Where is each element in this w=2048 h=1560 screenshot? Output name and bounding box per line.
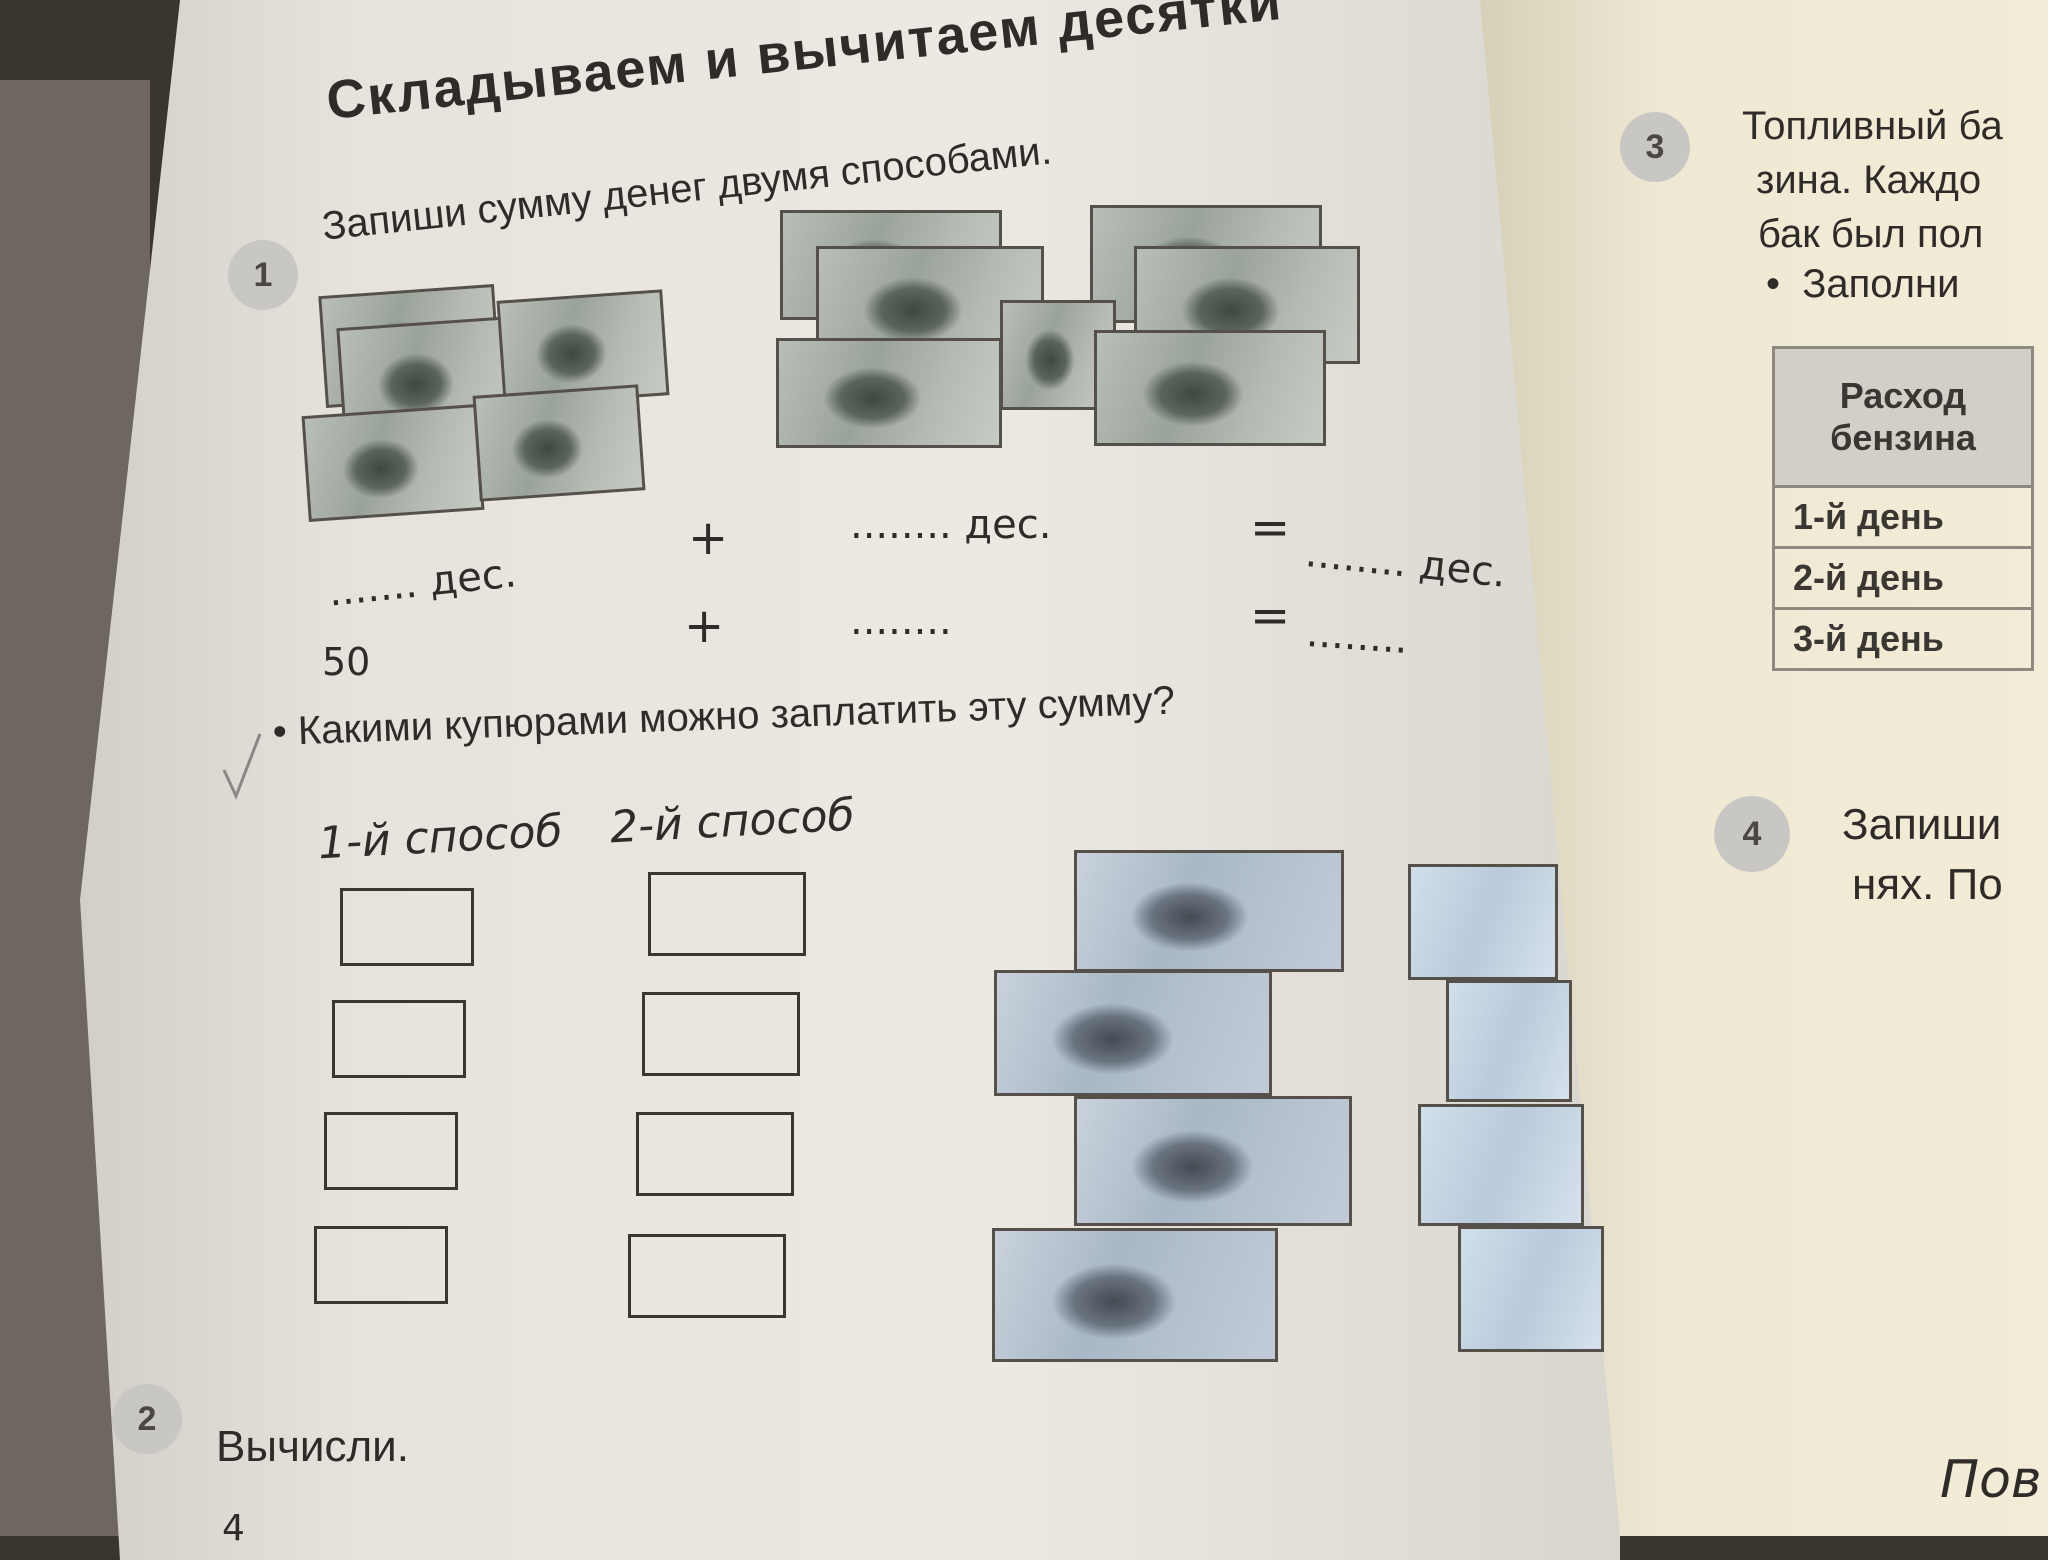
answer-box-way1-3[interactable] <box>324 1112 458 1190</box>
table-row: 2-й день <box>1772 546 2034 610</box>
equals-sign: = <box>1250 500 1291 556</box>
answer-box-way1-4[interactable] <box>314 1226 448 1304</box>
table-header: Расход бензина <box>1772 346 2034 488</box>
task3-line-2: зина. Каждо <box>1756 158 1982 202</box>
answer-box-way1-2[interactable] <box>332 1000 466 1078</box>
banknote-icon <box>1094 330 1326 446</box>
banknote-icon <box>301 403 485 523</box>
footer-text: Пов <box>1940 1450 2042 1510</box>
equals-sign: = <box>1250 588 1291 644</box>
banknote-icon <box>1418 1104 1584 1226</box>
equation-middle-value: ........ <box>850 598 952 644</box>
page-number: 4 <box>222 1508 245 1549</box>
answer-box-way1-1[interactable] <box>340 888 474 966</box>
banknote-icon <box>992 1228 1278 1362</box>
banknote-icon <box>1446 980 1572 1102</box>
equation-result-value: ........ <box>1304 610 1410 663</box>
banknote-icon <box>994 970 1272 1096</box>
equation-left-value: 50 <box>322 640 371 684</box>
banknote-icon <box>1458 1226 1604 1352</box>
plus-sign: + <box>684 598 725 654</box>
task3-line-3: бак был пол <box>1758 212 1984 256</box>
fuel-table: Расход бензина 1-й день 2-й день 3-й ден… <box>1772 346 2034 671</box>
checkmark-icon <box>222 733 262 800</box>
task-number-badge: 1 <box>228 240 298 310</box>
answer-box-way2-4[interactable] <box>628 1234 786 1318</box>
plus-sign: + <box>688 510 729 566</box>
task3-line-1: Топливный ба <box>1742 104 2003 148</box>
banknote-icon <box>1408 864 1558 980</box>
task-instruction: Вычисли. <box>216 1422 409 1471</box>
banknote-icon <box>776 338 1002 448</box>
table-row: 3-й день <box>1772 607 2034 671</box>
task-number-badge: 2 <box>112 1384 182 1454</box>
answer-box-way2-2[interactable] <box>642 992 800 1076</box>
task-number-badge: 3 <box>1620 112 1690 182</box>
bullet-icon: • <box>1766 262 1803 306</box>
task-number-badge: 4 <box>1714 796 1790 872</box>
table-row: 1-й день <box>1772 485 2034 549</box>
task3-bullet: • Заполни <box>1766 262 1959 307</box>
bullet-text: Заполни <box>1802 262 1960 306</box>
banknote-icon <box>472 384 646 502</box>
answer-box-way2-1[interactable] <box>648 872 806 956</box>
equation-middle-tens: ........ дес. <box>850 502 1052 548</box>
bullet-icon: • <box>272 709 299 754</box>
banknote-icon <box>1074 1096 1352 1226</box>
task4-line-2: нях. По <box>1852 860 2003 909</box>
answer-box-way2-3[interactable] <box>636 1112 794 1196</box>
task4-line-1: Запиши <box>1842 800 2002 849</box>
banknote-icon <box>1074 850 1344 972</box>
